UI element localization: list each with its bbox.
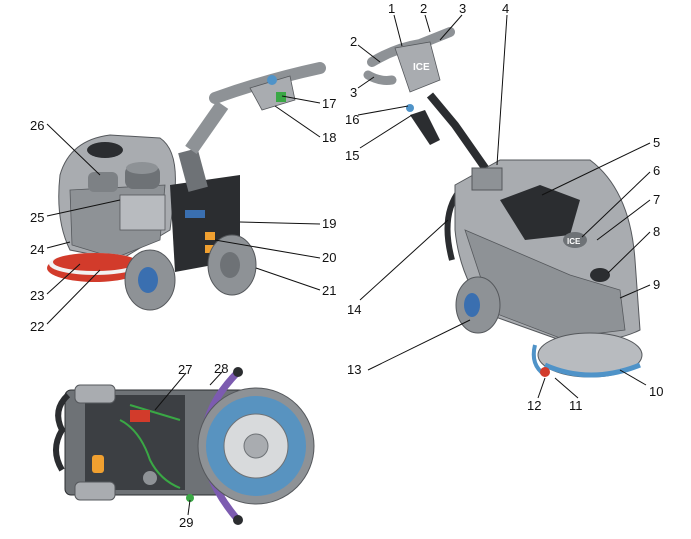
callout-21: 21 (322, 283, 336, 298)
callout-29: 29 (179, 515, 193, 530)
machine-front-view: ICE ICE (363, 27, 643, 378)
callout-14: 14 (347, 302, 361, 317)
callout-2-left: 2 (350, 34, 357, 49)
callout-11: 11 (569, 398, 583, 413)
callout-18: 18 (322, 130, 336, 145)
callout-4: 4 (502, 1, 509, 16)
callout-labels: 1 2 3 2 3 4 5 6 7 8 9 10 11 12 13 14 15 … (30, 1, 663, 530)
leader-lines (46, 14, 651, 516)
callout-12: 12 (527, 398, 541, 413)
callout-3-top: 3 (459, 1, 466, 16)
callout-8: 8 (653, 224, 660, 239)
callout-20: 20 (322, 250, 336, 265)
callout-9: 9 (653, 277, 660, 292)
callout-24: 24 (30, 242, 44, 257)
callout-5: 5 (653, 135, 660, 150)
handle-logo: ICE (413, 62, 430, 73)
callout-16: 16 (345, 112, 359, 127)
callout-15: 15 (345, 148, 359, 163)
callout-1: 1 (388, 1, 395, 16)
callout-25: 25 (30, 210, 44, 225)
callout-28: 28 (214, 361, 228, 376)
callout-17: 17 (322, 96, 336, 111)
callout-6: 6 (653, 163, 660, 178)
machine-rear-view (47, 62, 326, 311)
callout-26: 26 (30, 118, 44, 133)
callout-10: 10 (649, 384, 663, 399)
callout-27: 27 (178, 362, 192, 377)
callout-3-left: 3 (350, 85, 357, 100)
callout-19: 19 (322, 216, 336, 231)
callout-13: 13 (347, 362, 361, 377)
body-logo: ICE (567, 237, 581, 246)
callout-22: 22 (30, 319, 44, 334)
callout-2-top: 2 (420, 1, 427, 16)
callout-7: 7 (653, 192, 660, 207)
callout-23: 23 (30, 288, 44, 303)
machine-underside-view (53, 367, 315, 525)
